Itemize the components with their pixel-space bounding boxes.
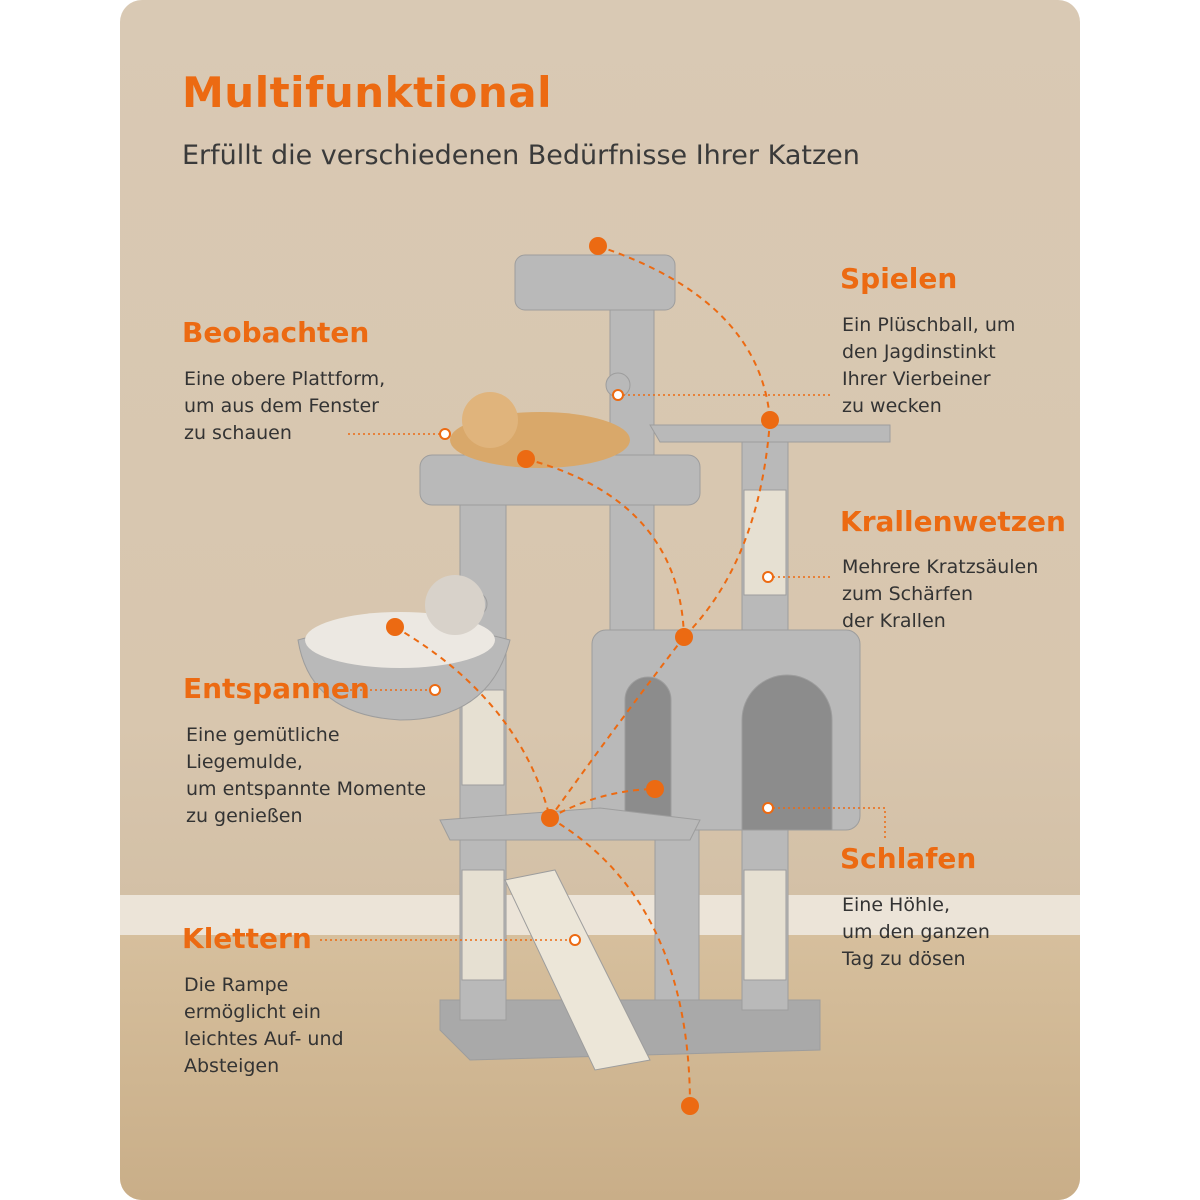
baseboard (120, 895, 1080, 935)
feature-heading-entspannen: Entspannen (183, 672, 370, 705)
feature-heading-beobachten: Beobachten (182, 316, 370, 349)
feature-heading-krallenwetzen: Krallenwetzen (840, 505, 1066, 538)
feature-heading-klettern: Klettern (182, 922, 312, 955)
page-subtitle: Erfüllt die verschiedenen Bedürfnisse Ih… (182, 140, 860, 171)
page-title: Multifunktional (182, 68, 553, 117)
feature-heading-spielen: Spielen (840, 262, 958, 295)
feature-heading-schlafen: Schlafen (840, 842, 977, 875)
